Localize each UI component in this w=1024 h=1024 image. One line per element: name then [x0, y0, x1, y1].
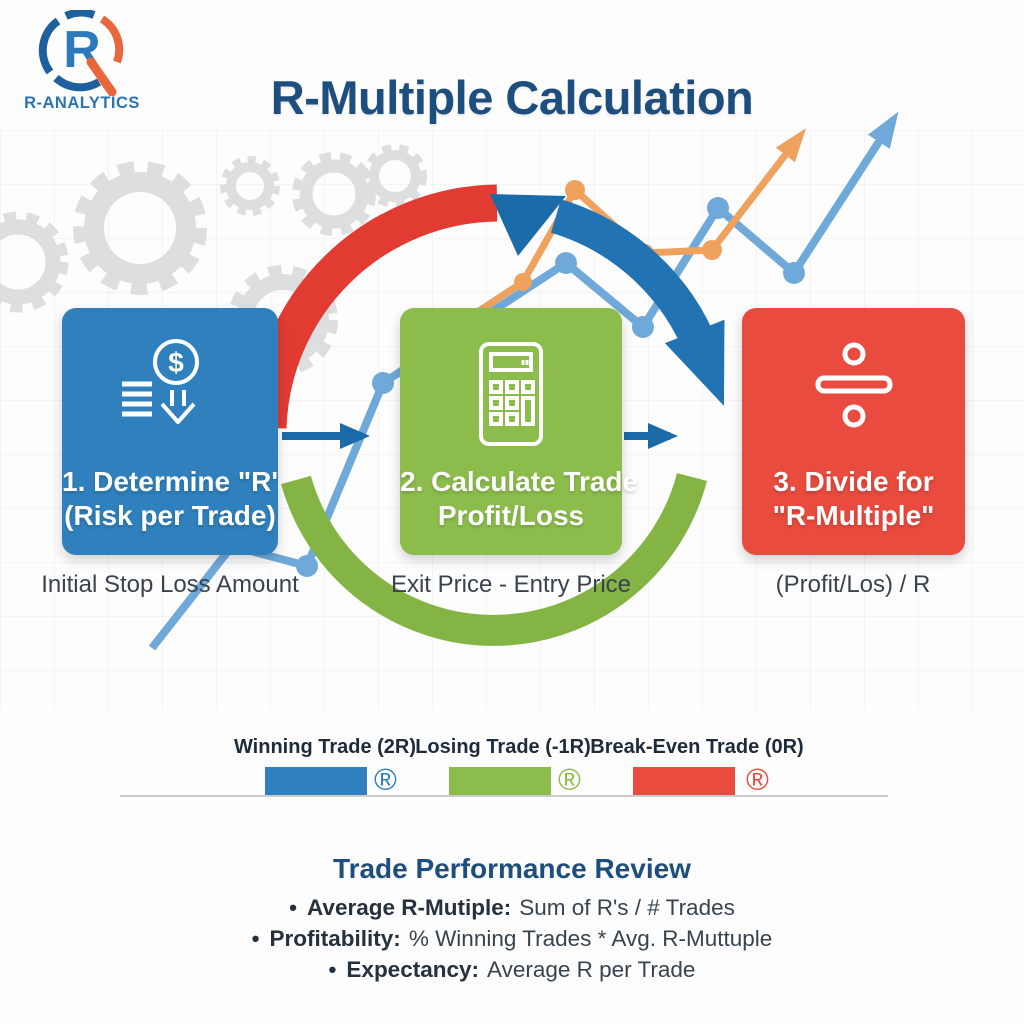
- review-bullets: •Average R-Mutiple:Sum of R's / # Trades…: [0, 892, 1024, 985]
- brand-name: R-ANALYTICS: [24, 94, 140, 112]
- legend-label: Winning Trade (2R): [233, 736, 417, 758]
- registered-mark-icon: ®: [746, 762, 769, 797]
- step-card-calculate-pl: 2. Calculate Trade Profit/Loss: [400, 308, 639, 555]
- page-title: R-Multiple Calculation: [270, 71, 754, 124]
- legend-label: Losing Trade (-1R): [415, 736, 591, 758]
- step-3-label: 3. Divide for "R-Multiple": [772, 466, 935, 531]
- calculator-icon: [400, 338, 622, 450]
- divide-icon: [742, 338, 965, 434]
- legend-swatch-winning: [265, 767, 367, 795]
- review-title: Trade Performance Review: [333, 853, 691, 884]
- legend-swatch-breakeven: [633, 767, 735, 795]
- cycle-arrowhead-top: [490, 194, 566, 256]
- svg-text:$: $: [168, 347, 184, 378]
- step-card-determine-r: $ 1. Determine "R' (Risk per Trade): [62, 308, 278, 555]
- money-risk-icon: $: [62, 338, 278, 434]
- logo: R R-ANALYTICS: [16, 10, 148, 114]
- gears-decoration: [0, 144, 427, 375]
- bullet-dot: •: [328, 957, 337, 982]
- step-3-caption: (Profit/Los) / R: [775, 571, 931, 598]
- step-2-label: 2. Calculate Trade Profit/Loss: [400, 466, 639, 531]
- green-arc: [281, 473, 707, 646]
- legend-divider: [120, 795, 888, 797]
- legend-label: Break-Even Trade (0R): [590, 736, 804, 758]
- registered-mark-icon: ®: [374, 762, 397, 797]
- step-1-caption: Initial Stop Loss Amount: [41, 571, 299, 598]
- review-bullet-expectancy: •Expectancy:Average R per Trade: [328, 957, 696, 982]
- step-card-divide: 3. Divide for "R-Multiple": [742, 308, 965, 555]
- review-bullet-profitability: •Profitability:% Winning Trades * Avg. R…: [251, 926, 773, 951]
- review-bullet-average-r: •Average R-Mutiple:Sum of R's / # Trades: [289, 895, 735, 920]
- step-2-caption: Exit Price - Entry Price: [390, 571, 632, 598]
- step-1-label: 1. Determine "R' (Risk per Trade): [62, 466, 279, 531]
- bullet-dot: •: [251, 926, 260, 951]
- blue-arc: [550, 199, 725, 406]
- registered-mark-icon: ®: [558, 762, 581, 797]
- logo-mark-icon: R: [38, 10, 124, 96]
- legend-swatch-losing: [449, 767, 551, 795]
- bullet-dot: •: [289, 895, 298, 920]
